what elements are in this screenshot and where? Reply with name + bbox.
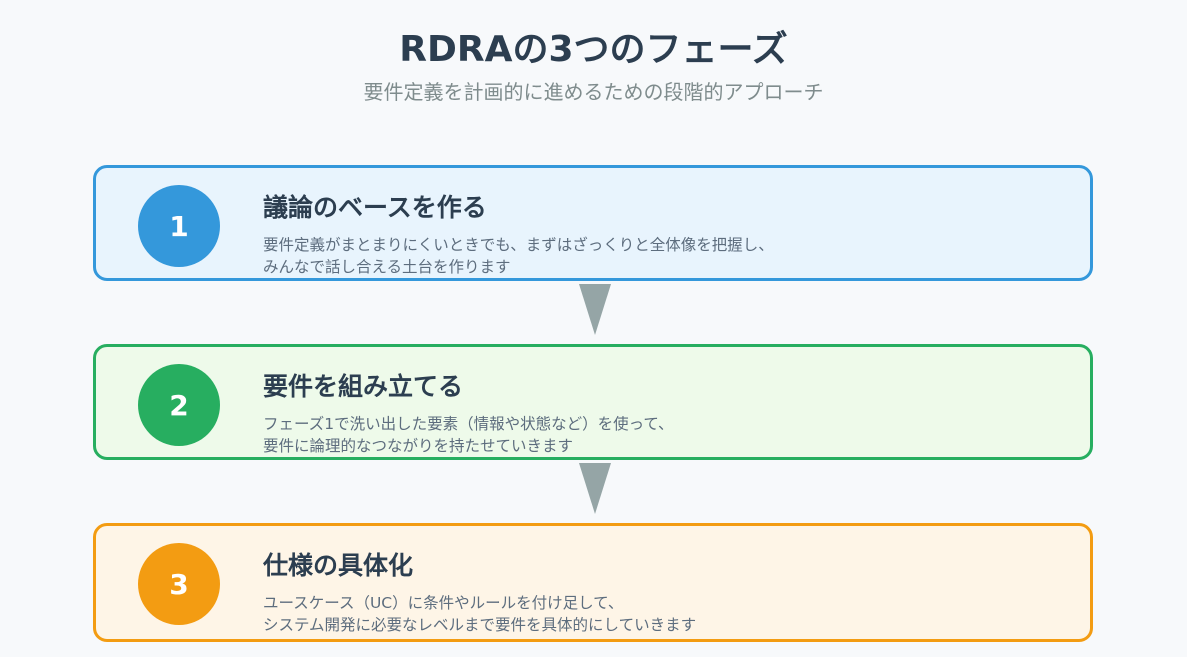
desc-line: フェーズ1で洗い出した要素（情報や状態など）を使って、 [263,415,674,433]
phase-3-box: 3 仕様の具体化 ユースケース（UC）に条件やルールを付け足して、 システム開発… [93,523,1093,642]
desc-line: ユースケース（UC）に条件やルールを付け足して、 [263,594,624,612]
phase-title: 要件を組み立てる [263,372,464,401]
down-arrow-icon [579,284,611,335]
desc-line: 要件定義がまとまりにくいときでも、まずはざっくりと全体像を把握し、 [263,236,774,254]
phase-number-badge: 1 [138,185,220,267]
phase-title: 議論のベースを作る [263,193,487,222]
page-subtitle: 要件定義を計画的に進めるための段階的アプローチ [363,80,824,104]
phase-description: ユースケース（UC）に条件やルールを付け足して、 システム開発に必要なレベルまで… [263,592,696,636]
desc-line: みんなで話し合える土台を作ります [263,258,511,276]
down-arrow-icon [579,463,611,514]
desc-line: システム開発に必要なレベルまで要件を具体的にしていきます [263,616,697,634]
desc-line: 要件に論理的なつながりを持たせていきます [263,437,574,455]
phase-number-badge: 2 [138,364,220,446]
phase-2-box: 2 要件を組み立てる フェーズ1で洗い出した要素（情報や状態など）を使って、 要… [93,344,1093,460]
phase-description: 要件定義がまとまりにくいときでも、まずはざっくりと全体像を把握し、 みんなで話し… [263,234,774,278]
page-title: RDRAの3つのフェーズ [399,29,788,70]
phase-1-box: 1 議論のベースを作る 要件定義がまとまりにくいときでも、まずはざっくりと全体像… [93,165,1093,281]
phase-number-badge: 3 [138,543,220,625]
phase-description: フェーズ1で洗い出した要素（情報や状態など）を使って、 要件に論理的なつながりを… [263,413,674,457]
phase-title: 仕様の具体化 [263,551,414,580]
